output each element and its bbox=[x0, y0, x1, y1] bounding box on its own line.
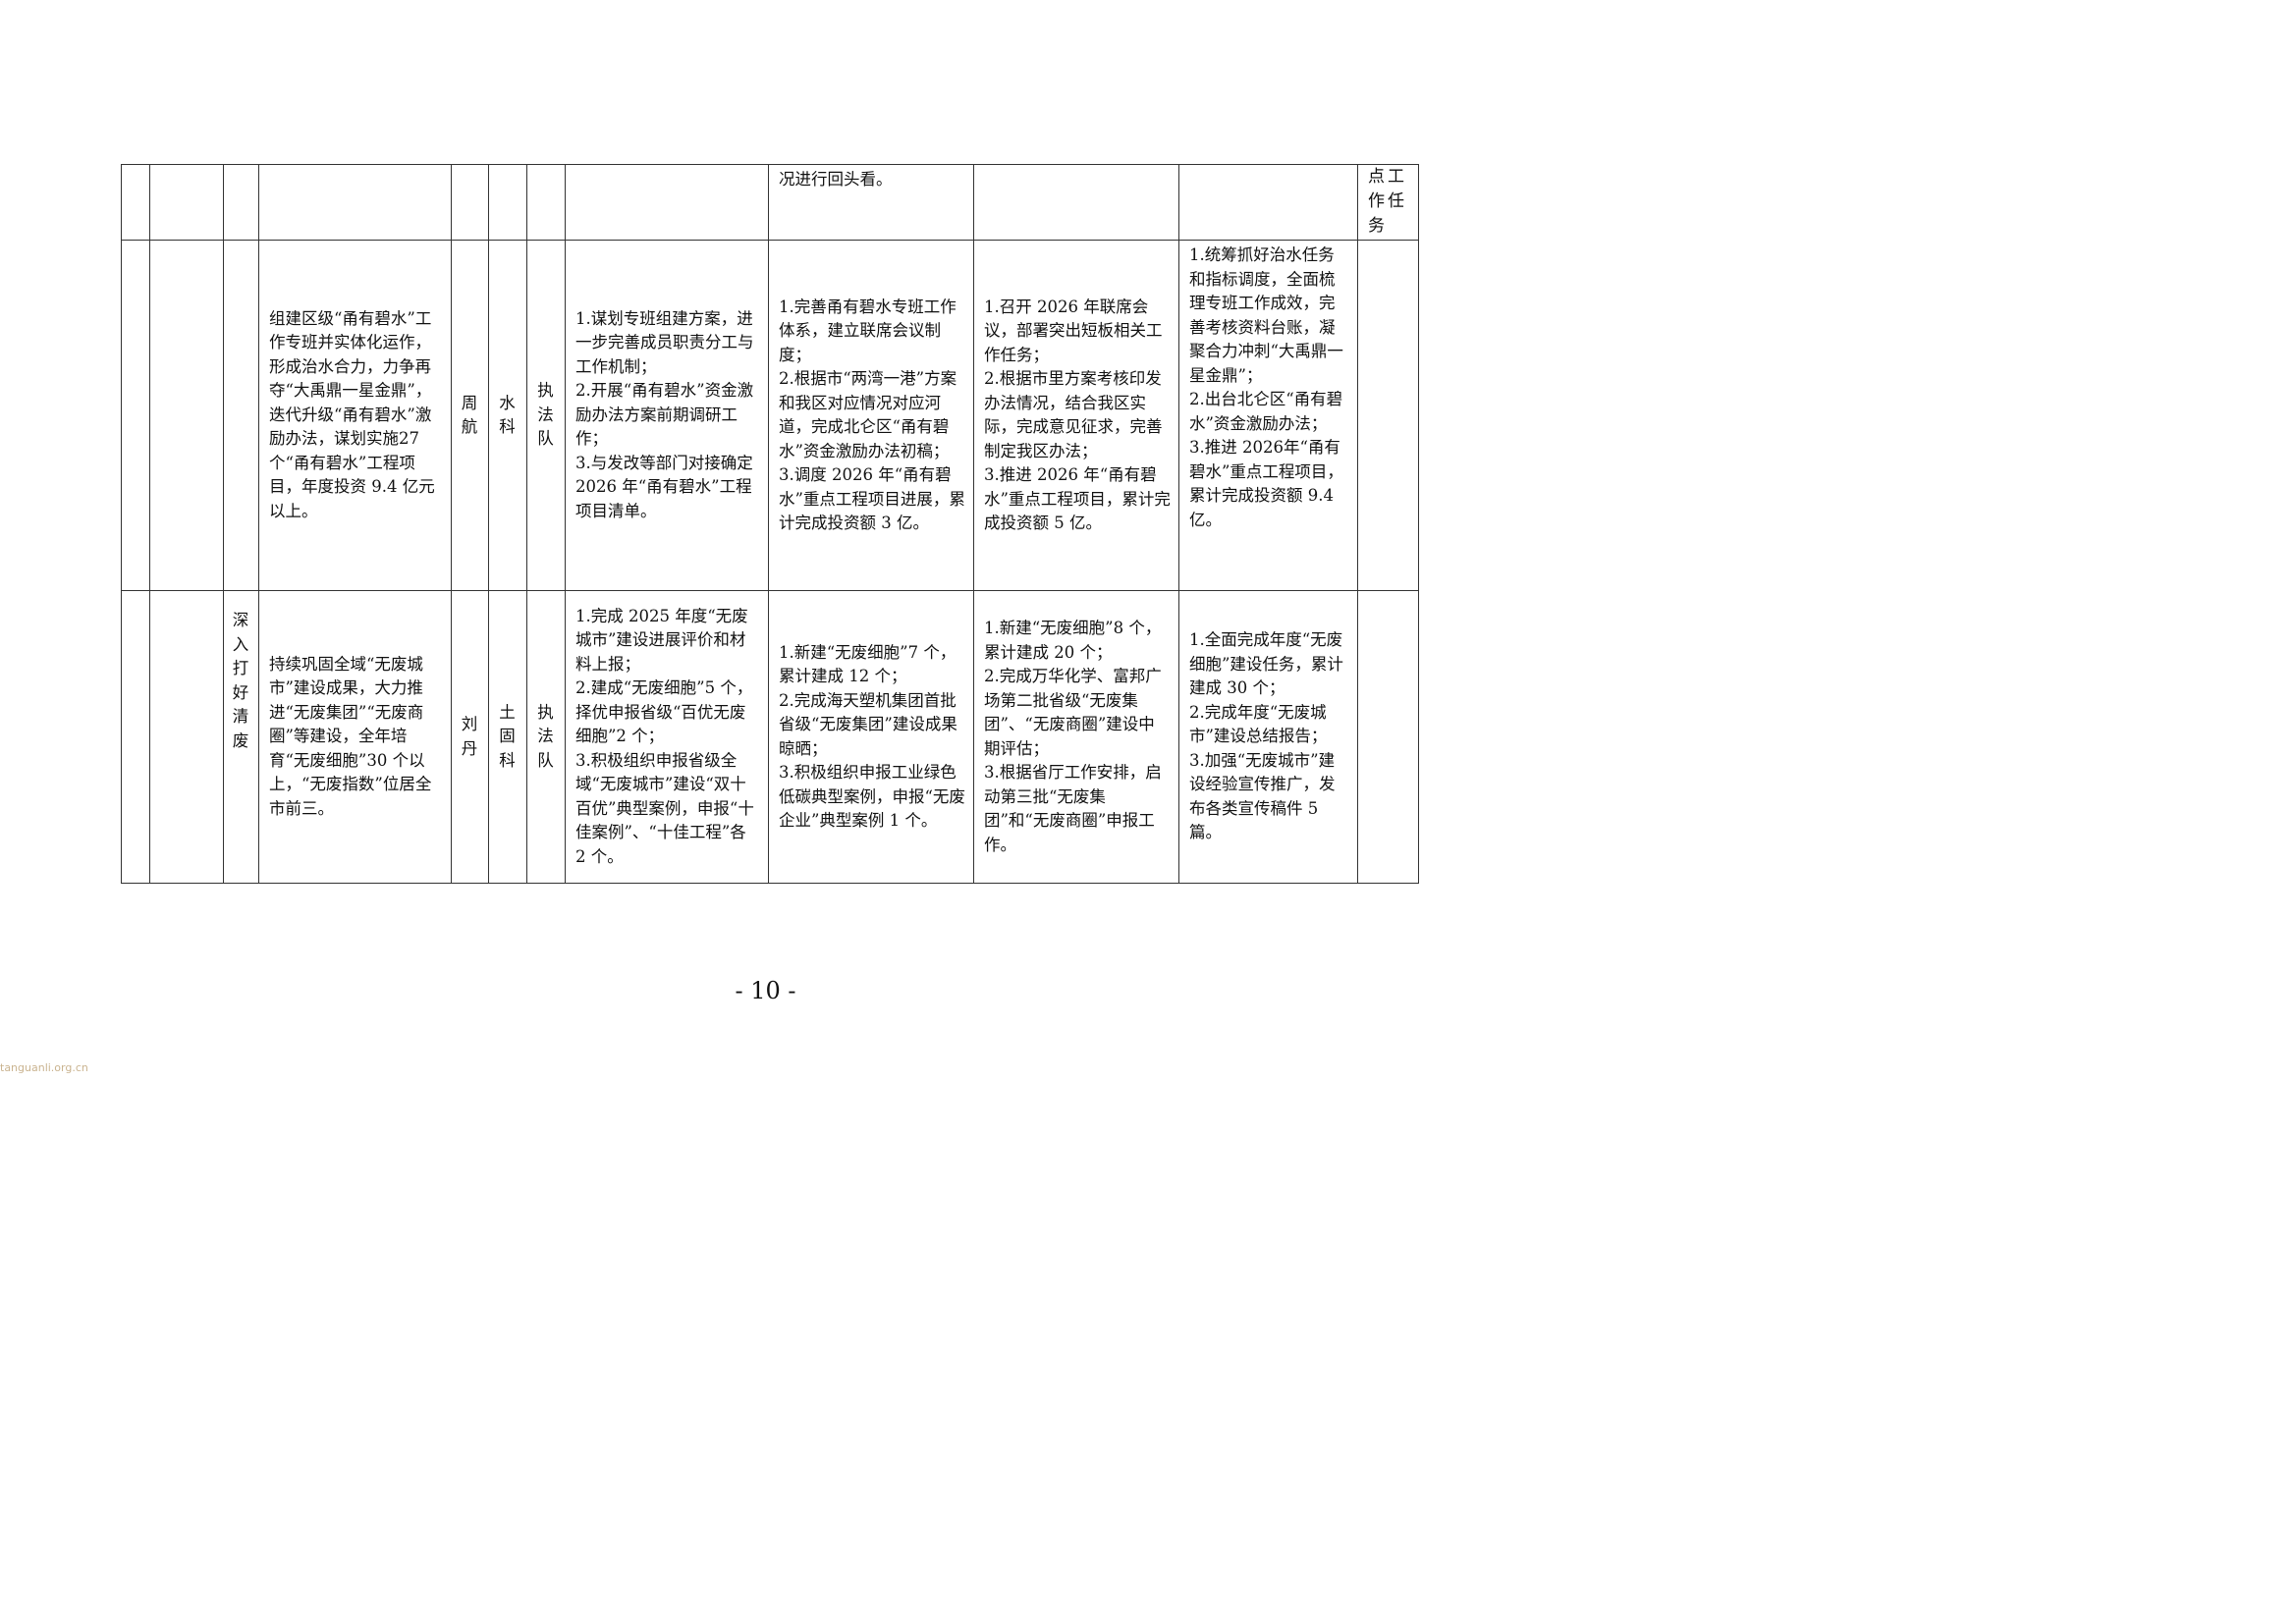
note-cell: 点工 作任 务 bbox=[1357, 164, 1419, 241]
q1-cell: 1.完成 2025 年度“无废城市”建设进展评价和材料上报； 2.建成“无废细胞… bbox=[565, 590, 769, 884]
table-row: 况进行回头看。 点工 作任 务 bbox=[121, 164, 1419, 241]
task-table: 况进行回头看。 点工 作任 务 组建区级“甬有碧水”工作专班并实体化运作，形成治… bbox=[121, 164, 1419, 884]
category-cell bbox=[223, 164, 259, 241]
task-cell bbox=[258, 164, 452, 241]
note-cell bbox=[1357, 240, 1419, 591]
blank-cell bbox=[149, 164, 224, 241]
lead-cell: 周 航 bbox=[451, 240, 489, 591]
blank-cell bbox=[121, 164, 150, 241]
team-cell: 执 法 队 bbox=[526, 240, 566, 591]
category-cell: 深 入 打 好 清 废 bbox=[223, 590, 259, 884]
task-cell: 组建区级“甬有碧水”工作专班并实体化运作，形成治水合力，力争再夺“大禹鼎一星金鼎… bbox=[258, 240, 452, 591]
blank-cell bbox=[149, 240, 224, 591]
q2-cell: 1.完善甬有碧水专班工作体系，建立联席会议制度； 2.根据市“两湾一港”方案和我… bbox=[768, 240, 974, 591]
lead-cell bbox=[451, 164, 489, 241]
blank-cell bbox=[121, 240, 150, 591]
q2-cell: 况进行回头看。 bbox=[768, 164, 974, 241]
lead-cell: 刘 丹 bbox=[451, 590, 489, 884]
team-cell: 执 法 队 bbox=[526, 590, 566, 884]
q1-cell: 1.谋划专班组建方案，进一步完善成员职责分工与工作机制； 2.开展“甬有碧水”资… bbox=[565, 240, 769, 591]
q4-cell bbox=[1178, 164, 1358, 241]
table-row: 组建区级“甬有碧水”工作专班并实体化运作，形成治水合力，力争再夺“大禹鼎一星金鼎… bbox=[121, 240, 1419, 591]
dept-cell: 水 科 bbox=[488, 240, 527, 591]
q1-cell bbox=[565, 164, 769, 241]
team-cell bbox=[526, 164, 566, 241]
q4-cell: 1.统筹抓好治水任务和指标调度，全面梳理专班工作成效，完善考核资料台账，凝聚合力… bbox=[1178, 240, 1358, 591]
q4-cell: 1.全面完成年度“无废细胞”建设任务，累计建成 30 个； 2.完成年度“无废城… bbox=[1178, 590, 1358, 884]
table-row: 深 入 打 好 清 废 持续巩固全域“无废城市”建设成果，大力推进“无废集团”“… bbox=[121, 590, 1419, 884]
q3-cell: 1.新建“无废细胞”8 个，累计建成 20 个； 2.完成万华化学、富邦广场第二… bbox=[973, 590, 1179, 884]
watermark: tanguanli.org.cn bbox=[0, 1061, 88, 1074]
q3-cell bbox=[973, 164, 1179, 241]
page-number: - 10 - bbox=[735, 977, 796, 1004]
dept-cell bbox=[488, 164, 527, 241]
blank-cell bbox=[121, 590, 150, 884]
note-cell bbox=[1357, 590, 1419, 884]
q3-cell: 1.召开 2026 年联席会议，部署突出短板相关工作任务； 2.根据市里方案考核… bbox=[973, 240, 1179, 591]
blank-cell bbox=[149, 590, 224, 884]
dept-cell: 土 固 科 bbox=[488, 590, 527, 884]
category-cell bbox=[223, 240, 259, 591]
q2-cell: 1.新建“无废细胞”7 个，累计建成 12 个； 2.完成海天塑机集团首批省级“… bbox=[768, 590, 974, 884]
task-cell: 持续巩固全域“无废城市”建设成果，大力推进“无废集团”“无废商圈”等建设，全年培… bbox=[258, 590, 452, 884]
